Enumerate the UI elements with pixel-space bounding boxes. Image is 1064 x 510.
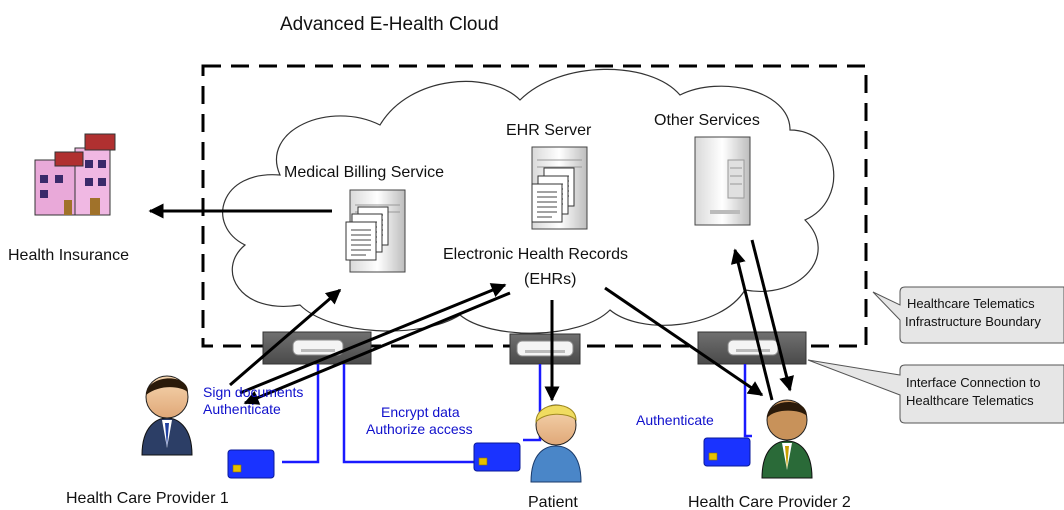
arrow-provider2-to-other (730, 248, 774, 401)
boundary-callout-line1: Healthcare Telematics (907, 296, 1035, 311)
provider1-action-line2: Authenticate (203, 401, 281, 417)
provider1-label: Health Care Provider 1 (66, 490, 229, 507)
connection-lines (282, 364, 752, 464)
ehr-server-label: EHR Server (506, 122, 592, 139)
provider2-label: Health Care Provider 2 (688, 494, 851, 510)
patient-action-line1: Encrypt data (381, 404, 460, 420)
gateway-connector-3 (697, 331, 807, 365)
provider1-card-line (282, 364, 320, 464)
patient-gateway-line (523, 364, 542, 442)
health-insurance-label: Health Insurance (8, 247, 129, 264)
patient-person-icon (530, 404, 582, 483)
gateway-connector-1 (262, 331, 372, 365)
interface-callout (807, 359, 1064, 424)
ehr-label-line1: Electronic Health Records (443, 246, 628, 263)
provider2-card-line (743, 364, 752, 438)
boundary-callout (872, 286, 1064, 344)
ehr-server-icon (531, 146, 588, 230)
provider1-action-line1: Sign documents (203, 384, 303, 400)
patient-smart-card-icon (473, 442, 521, 472)
interface-callout-line1: Interface Connection to (906, 375, 1040, 390)
boundary-callout-line2: Infrastructure Boundary (905, 314, 1041, 329)
other-services-server-icon (694, 136, 751, 226)
other-services-label: Other Services (654, 112, 760, 129)
provider2-smart-card-icon (703, 437, 751, 467)
interface-callout-line2: Healthcare Telematics (906, 393, 1034, 408)
patient-action-line2: Authorize access (366, 421, 473, 437)
data-flow-arrows (148, 203, 794, 405)
patient-label: Patient (528, 494, 578, 510)
arrow-provider1-to-billing (229, 288, 342, 387)
billing-server-icon (345, 189, 406, 273)
arrow-ehr-to-provider2 (604, 286, 764, 397)
arrow-other-to-provider2 (750, 239, 794, 392)
provider1-person-icon (141, 375, 193, 456)
billing-service-label: Medical Billing Service (284, 164, 444, 181)
ehr-label-line2: (EHRs) (524, 271, 576, 288)
diagram-title: Advanced E-Health Cloud (280, 14, 499, 35)
provider1-smart-card-icon (227, 449, 275, 479)
patient-card-line (342, 364, 475, 464)
provider2-person-icon (761, 399, 813, 479)
arrow-ehr-to-provider1 (243, 291, 511, 405)
hospital-building-icon (34, 133, 116, 216)
provider2-action: Authenticate (636, 412, 714, 428)
arrow-provider1-to-ehr (239, 283, 507, 395)
gateway-connector-2 (509, 333, 581, 365)
